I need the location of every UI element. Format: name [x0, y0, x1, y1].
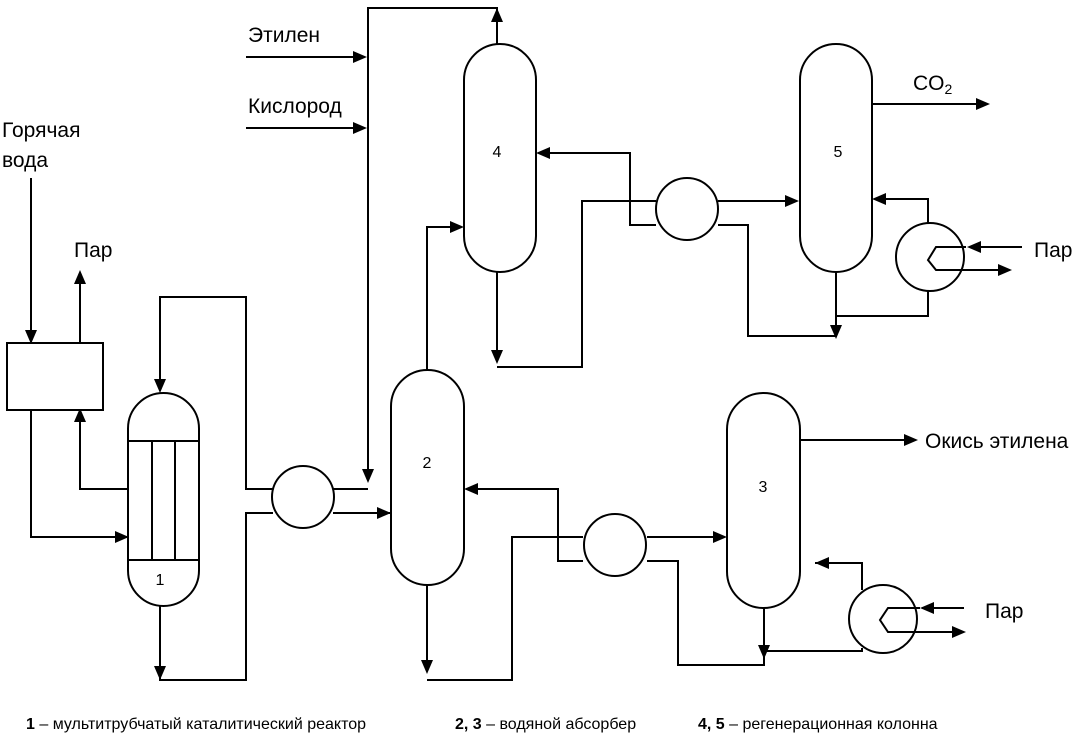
arrow-header-down — [362, 469, 374, 483]
arrow-hot-water — [25, 330, 37, 344]
arrow-header-top — [491, 8, 503, 22]
reboiler-coil-icon — [926, 246, 966, 271]
legend-item-absorber: 2, 3 – водяной абсорбер — [455, 716, 636, 734]
boiler-to-reactor-line — [30, 410, 128, 538]
unit-number-1: 1 — [156, 572, 165, 589]
label-ethylene-oxide: Окись этилена — [925, 430, 1069, 453]
reactor-recycle-line — [159, 296, 273, 490]
arrow-ethylene — [353, 51, 367, 63]
arrow-product — [904, 434, 918, 446]
legend-key-reactor: 1 — [26, 716, 35, 733]
absorber-2 — [390, 369, 465, 586]
arrow-reactor-top — [154, 379, 166, 393]
legend-key-absorber: 2, 3 — [455, 716, 482, 733]
column5-lean-line — [718, 224, 837, 337]
label-hot-water-1: Горячая — [2, 119, 80, 142]
absorber2-overhead-line — [426, 226, 456, 370]
arrow-abs3-reboiler — [815, 557, 829, 569]
arrow-abs2-bottoms — [421, 660, 433, 674]
reactor-1-body — [127, 392, 200, 607]
legend-item-reactor: 1 – мультитрубчатый каталитический реакт… — [26, 716, 366, 734]
gas-header-line — [367, 7, 498, 478]
arrow-reg5-steam — [967, 241, 981, 253]
unit-number-5: 5 — [834, 144, 843, 161]
label-steam-reg3: Пар — [985, 600, 1023, 623]
heat-exchanger-abs2-abs3 — [583, 513, 647, 577]
arrow-to-absorber2 — [377, 507, 391, 519]
reboiler-absorber-3 — [848, 584, 920, 654]
column-4 — [463, 43, 537, 273]
arrow-co2 — [976, 98, 990, 110]
arrow-reg3-out — [952, 626, 966, 638]
absorber2-bottoms-return — [427, 536, 583, 681]
arrow-boiler-steam — [74, 270, 86, 284]
label-co2-subscript: 2 — [945, 81, 953, 97]
heat-exchanger-col4-col5 — [655, 177, 719, 241]
arrow-oxygen — [353, 122, 367, 134]
column-5 — [799, 43, 873, 273]
reboiler-absorber-3-shell — [848, 584, 918, 654]
arrow-col4-bottoms — [491, 350, 503, 364]
arrow-jacket-out — [74, 408, 86, 422]
arrow-col5-feed — [785, 195, 799, 207]
arrow-abs3-feed — [713, 531, 727, 543]
flow-lines — [30, 7, 1022, 681]
unit-number-2: 2 — [423, 455, 432, 472]
legend-key-column: 4, 5 — [698, 716, 725, 733]
reboiler-coil-icon — [878, 607, 920, 633]
absorber3-reboiler-return — [764, 648, 863, 652]
label-steam-reg5: Пар — [1034, 239, 1072, 262]
column5-reboiler-vapor — [880, 198, 929, 230]
arrow-col4-return — [536, 147, 550, 159]
arrow-col5-reboiler — [872, 193, 886, 205]
legend: 1 – мультитрубчатый каталитический реакт… — [0, 714, 1089, 736]
legend-item-column: 4, 5 – регенерационная колонна — [698, 716, 938, 734]
label-oxygen: Кислород — [248, 95, 342, 118]
column5-lean-return-line — [546, 152, 656, 226]
absorber-3 — [726, 392, 801, 609]
unit-number-3: 3 — [759, 479, 768, 496]
absorber3-lean-return — [474, 488, 583, 562]
arrow-reg5-out — [998, 264, 1012, 276]
column4-bottoms-return-line — [497, 200, 656, 368]
arrow-col5-lean — [830, 325, 842, 339]
label-hot-water-2: вода — [2, 149, 48, 172]
arrow-abs3-lean — [758, 645, 770, 659]
reactor-outlet-line — [159, 512, 273, 681]
unit-number-4: 4 — [493, 144, 502, 161]
arrow-col4-feed — [450, 221, 464, 233]
waste-heat-boiler — [6, 342, 104, 411]
absorber3-reboiler-vapor — [815, 562, 863, 590]
label-co2-main: CO — [913, 72, 945, 95]
label-co2: CO2 — [913, 72, 953, 97]
arrow-reactor-bottom — [154, 666, 166, 680]
flow-arrows — [25, 8, 1012, 680]
reactor-to-boiler-line — [79, 410, 128, 490]
arrow-reg3-steam — [920, 602, 934, 614]
label-ethylene: Этилен — [248, 24, 320, 47]
arrow-jacket-in — [115, 531, 129, 543]
legend-text-absorber: – водяной абсорбер — [481, 716, 637, 733]
heat-exchanger-reactor — [271, 465, 335, 529]
legend-text-reactor: – мультитрубчатый каталитический реактор — [34, 716, 367, 733]
reboiler-column-5 — [895, 222, 966, 292]
arrow-abs2-return — [464, 483, 478, 495]
label-steam-boiler: Пар — [74, 239, 112, 262]
legend-text-column: – регенерационная колонна — [724, 716, 938, 733]
reactor-1 — [127, 392, 200, 607]
